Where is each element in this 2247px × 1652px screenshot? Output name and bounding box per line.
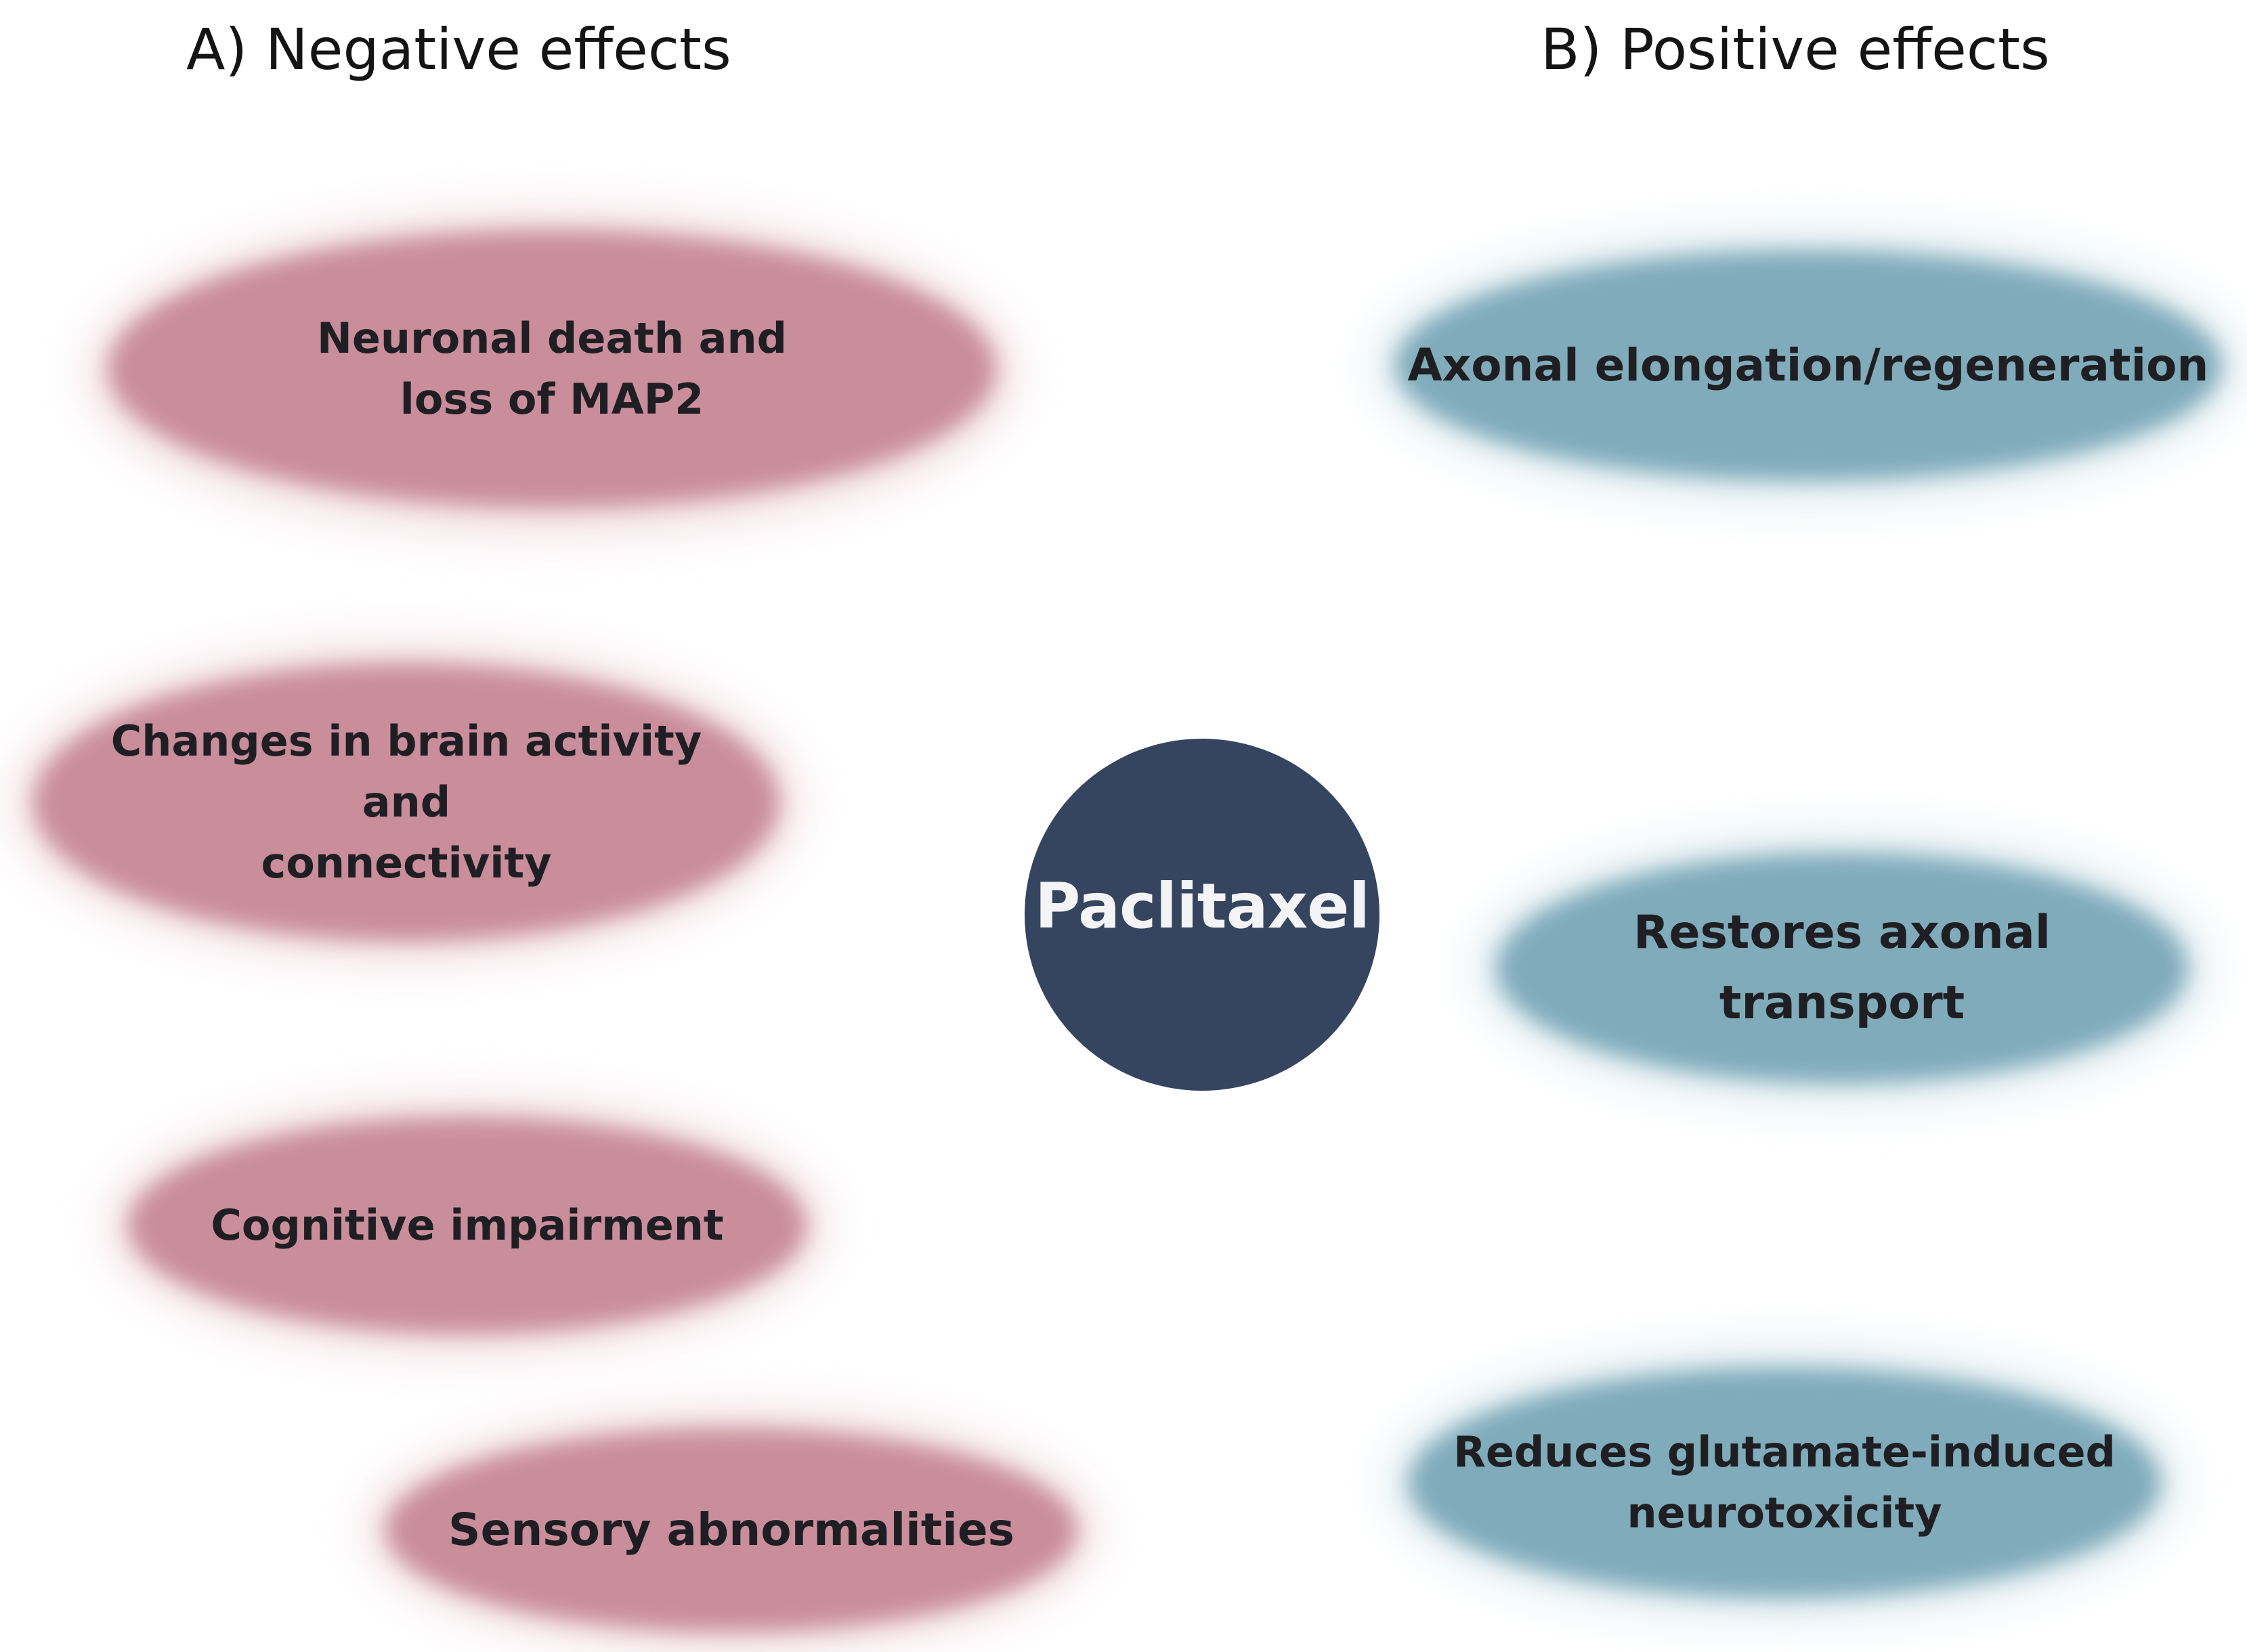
negative-effect-label: Changes in brain activity and connectivi… (110, 716, 702, 888)
negative-effects-heading: A) Negative effects (186, 16, 731, 83)
positive-effect-bubble (1497, 853, 2187, 1083)
positive-effects-heading: B) Positive effects (1541, 16, 2050, 83)
paclitaxel-node: Paclitaxel (1025, 739, 1379, 1091)
negative-effect-bubble (129, 1117, 806, 1334)
negative-effect-label: Neuronal death and loss of MAP2 (316, 313, 788, 424)
negative-effect-label: Cognitive impairment (211, 1200, 724, 1250)
negative-effect-bubble (108, 230, 996, 508)
positive-effect-label: Restores axonal transport (1633, 906, 2051, 1030)
positive-effect-bubble (1409, 1368, 2160, 1598)
positive-effect-label: Axonal elongation/regeneration (1407, 339, 2209, 391)
paclitaxel-label: Paclitaxel (1035, 869, 1370, 942)
negative-effect-label: Sensory abnormalities (448, 1504, 1014, 1556)
negative-effect-bubble (386, 1429, 1077, 1632)
positive-effect-label: Reduces glutamate-induced neurotoxicity (1453, 1427, 2116, 1538)
positive-effect-bubble (1395, 251, 2221, 481)
negative-effect-bubble (34, 664, 779, 941)
